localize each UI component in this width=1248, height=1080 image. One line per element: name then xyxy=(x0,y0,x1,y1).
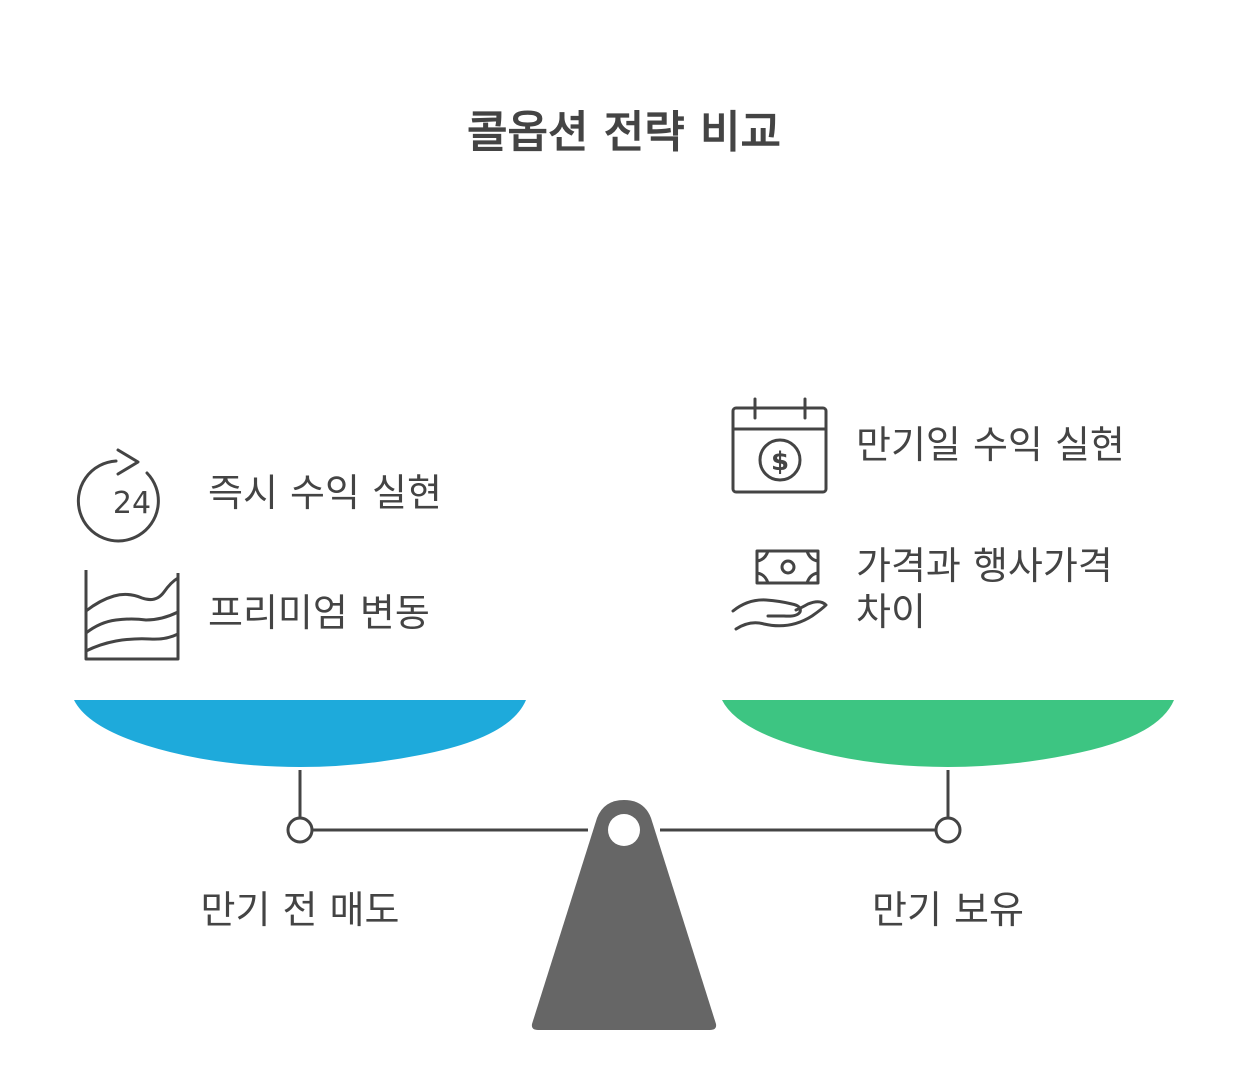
hand-cash-icon xyxy=(731,549,828,631)
right-pivot xyxy=(934,816,962,844)
right-item-label-0: 만기일 수익 실현 xyxy=(856,423,1125,467)
svg-text:$: $ xyxy=(771,447,789,477)
left-option-label: 만기 전 매도 xyxy=(200,888,400,932)
fulcrum xyxy=(531,800,717,1030)
area-chart-icon xyxy=(84,570,180,661)
right-option-label: 만기 보유 xyxy=(872,888,1024,932)
calendar-dollar-icon: $ xyxy=(731,397,828,494)
left-pivot xyxy=(286,816,314,844)
left-pan xyxy=(74,700,526,767)
right-item-label-1-line2: 차이 xyxy=(856,590,926,634)
fulcrum-pin xyxy=(608,814,640,846)
clock-24-icon: 24 xyxy=(76,448,160,543)
left-item-label-0: 즉시 수익 실현 xyxy=(208,471,442,515)
left-item-label-1: 프리미엄 변동 xyxy=(208,591,430,635)
page-title: 콜옵션 전략 비교 xyxy=(467,107,781,158)
right-item-label-1-line1: 가격과 행사가격 xyxy=(856,544,1113,588)
right-pan xyxy=(722,700,1174,767)
svg-text:24: 24 xyxy=(113,486,151,521)
